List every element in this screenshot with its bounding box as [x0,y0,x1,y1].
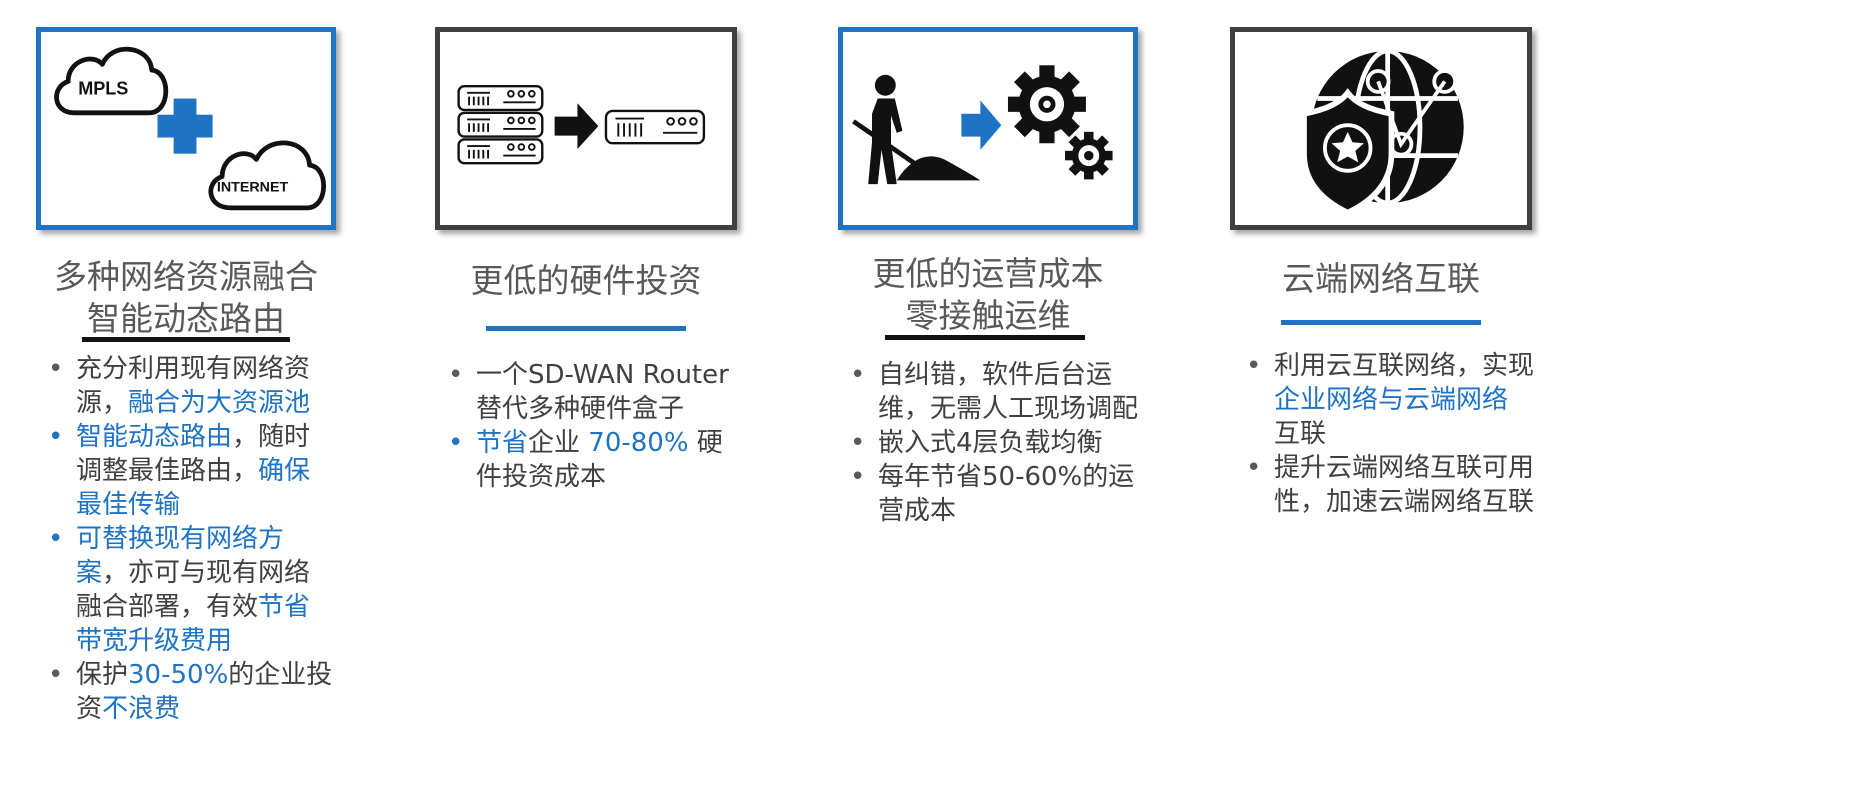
bullet-item: 自纠错，软件后台运维，无需人工现场调配 [848,358,1138,426]
cloud-icon: MPLS [54,46,169,116]
title-line: 智能动态路由 [87,299,285,338]
panel-title: 更低的运营成本 零接触运维 [838,253,1138,337]
bullet-item: 保护30-50%的企业投资不浪费 [46,658,336,726]
panel-title: 云端网络互联 [1230,258,1532,300]
fusion-illustration: MPLS INTERNET [36,27,336,230]
hardware-consolidation-icon [457,85,706,165]
plus-icon [157,98,213,154]
title-line: 云端网络互联 [1282,259,1480,298]
bullet-item: 可替换现有网络方案，亦可与现有网络融合部署，有效节省带宽升级费用 [46,522,336,658]
title-underline [486,326,686,331]
title-line: 更低的硬件投资 [470,261,702,300]
title-line: 多种网络资源融合 [54,257,318,296]
feature-bullets: 利用云互联网络，实现企业网络与云端网络互联 提升云端网络互联可用性，加速云端网络… [1244,349,1534,519]
router-icon [604,109,706,145]
globe-shield-icon [1301,48,1464,216]
mpls-internet-icon: MPLS INTERNET [54,46,326,211]
bullet-item: 嵌入式4层负载均衡 [848,426,1138,460]
gears-icon [1007,65,1113,180]
worker-shovel-icon [852,74,981,185]
hardware-illustration [435,27,737,230]
bullet-item: 充分利用现有网络资源，融合为大资源池 [46,352,336,420]
cloud-illustration [1230,27,1532,230]
operations-icon [852,65,1113,185]
bullet-item: 智能动态路由，随时调整最佳路由，确保最佳传输 [46,420,336,522]
bullet-item: 一个SD-WAN Router替代多种硬件盒子 [446,358,746,426]
title-line: 零接触运维 [905,296,1071,335]
panel-title: 多种网络资源融合 智能动态路由 [36,256,336,340]
panel-title: 更低的硬件投资 [435,260,737,302]
bullet-item: 利用云互联网络，实现企业网络与云端网络互联 [1244,349,1534,451]
bullet-item: 每年节省50-60%的运营成本 [848,460,1138,528]
server-rack-icon [457,85,544,165]
operations-illustration [838,27,1138,230]
bullet-item: 节省企业 70-80% 硬件投资成本 [446,426,746,494]
feature-bullets: 充分利用现有网络资源，融合为大资源池 智能动态路由，随时调整最佳路由，确保最佳传… [46,352,336,726]
title-underline [1281,320,1481,325]
title-underline [885,335,1085,340]
title-underline [82,337,290,342]
title-line: 更低的运营成本 [872,254,1104,293]
feature-bullets: 一个SD-WAN Router替代多种硬件盒子 节省企业 70-80% 硬件投资… [446,358,746,494]
feature-bullets: 自纠错，软件后台运维，无需人工现场调配 嵌入式4层负载均衡 每年节省50-60%… [848,358,1138,528]
cloud-icon: INTERNET [208,140,326,211]
arrow-right-icon [554,103,599,149]
bullet-item: 提升云端网络互联可用性，加速云端网络互联 [1244,451,1534,519]
arrow-right-icon [961,100,1002,150]
cloud2-label: INTERNET [217,180,289,196]
cloud1-label: MPLS [78,79,128,99]
